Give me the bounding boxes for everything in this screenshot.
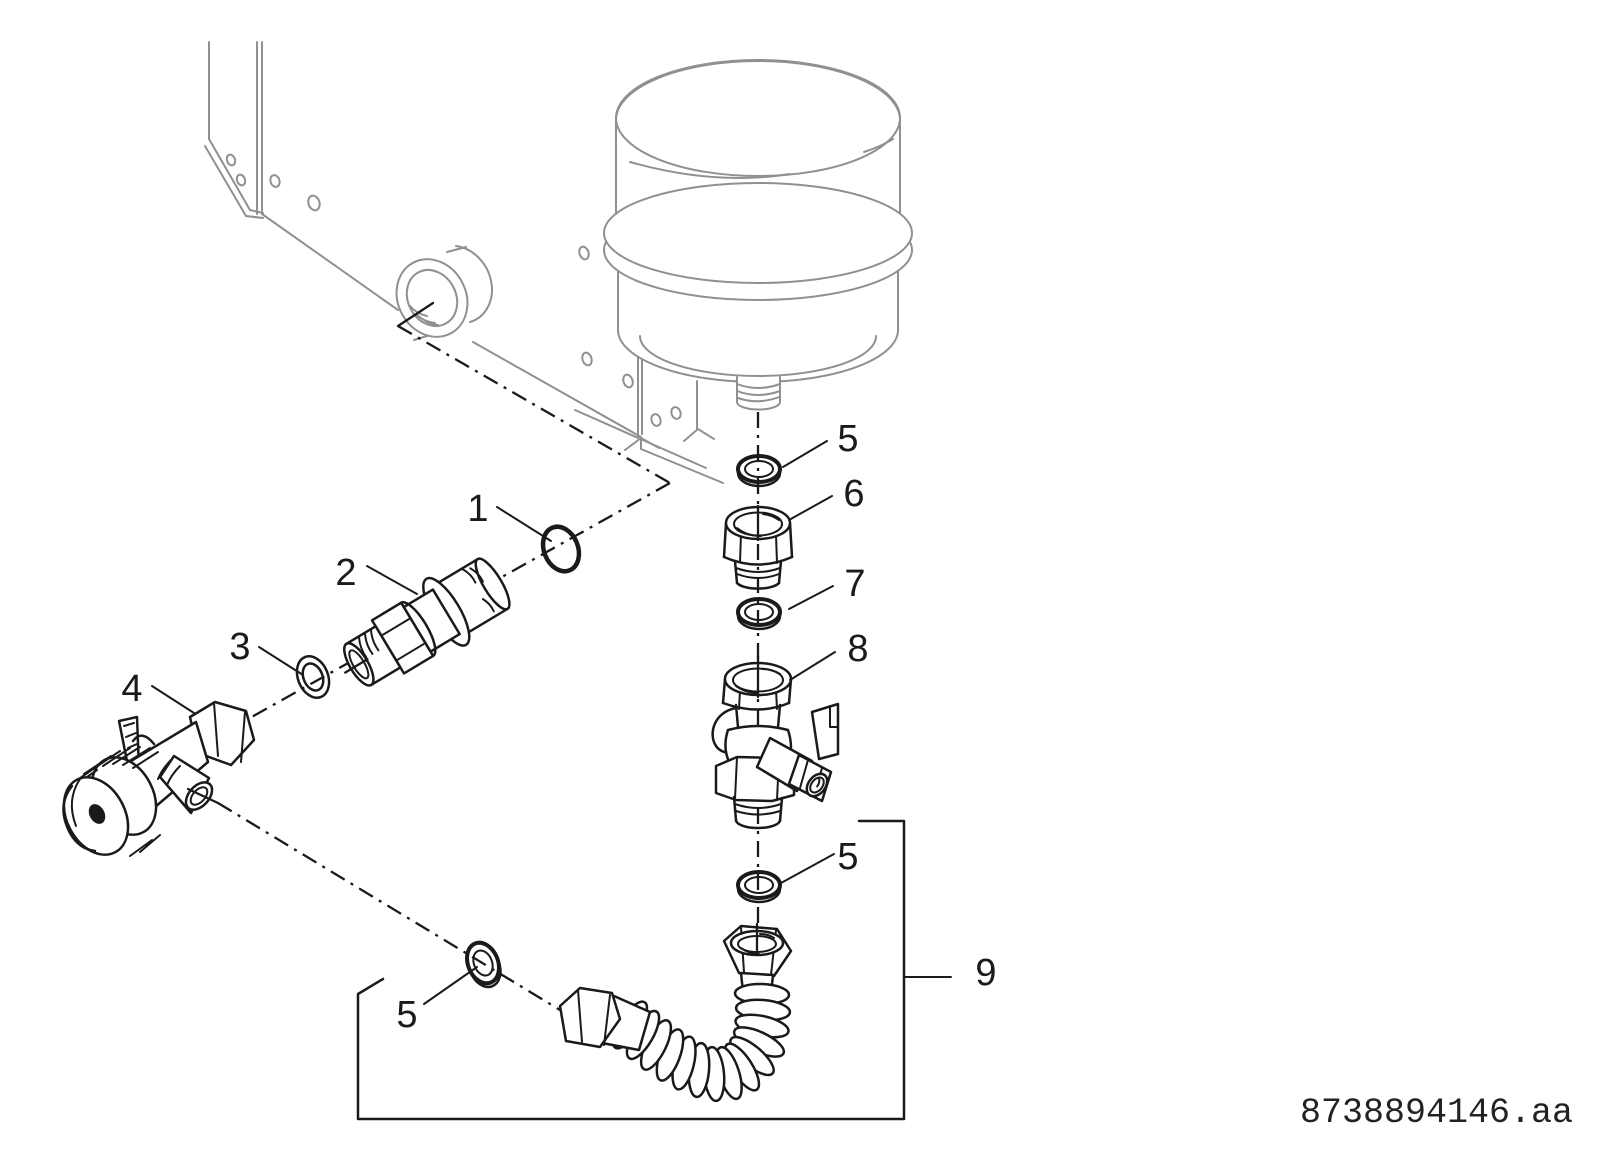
part-9-flex-hose <box>558 922 793 1103</box>
callout-5-mid: 5 <box>780 836 859 884</box>
callout-8-label: 8 <box>847 628 868 670</box>
callout-4-label: 4 <box>121 668 142 710</box>
callout-8: 8 <box>789 628 869 681</box>
callout-1-label: 1 <box>467 488 488 530</box>
callout-5-top: 5 <box>782 418 859 468</box>
callout-1: 1 <box>467 488 552 542</box>
centerline-socket-tick <box>396 301 435 328</box>
knob-center-hole <box>88 804 106 824</box>
callout-9: 9 <box>356 819 997 1121</box>
callout-2: 2 <box>335 552 418 595</box>
callout-6: 6 <box>788 473 865 521</box>
panel-socket <box>395 245 493 341</box>
callout-7: 7 <box>788 563 866 610</box>
part-6-reducer-bush <box>722 504 794 590</box>
centerlines <box>217 301 760 1011</box>
part-3-washer <box>295 655 331 699</box>
vessel-stub <box>736 376 781 411</box>
boiler-panel <box>204 41 724 484</box>
callout-9-label: 9 <box>975 952 996 994</box>
expansion-vessel <box>603 59 913 411</box>
part-1-o-ring <box>540 524 582 574</box>
callout-4: 4 <box>121 668 195 714</box>
callout-5-hose: 5 <box>396 966 478 1036</box>
callout-7-label: 7 <box>844 563 865 605</box>
centerline-outlet-axis <box>217 802 561 1011</box>
part-2-adapter-fitting <box>343 557 511 687</box>
callout-5-hose-label: 5 <box>396 994 417 1036</box>
part-5-seal-mid <box>736 870 782 904</box>
group-bracket-9 <box>356 819 906 1121</box>
part-4-drain-valve <box>62 700 256 857</box>
part-8-valve <box>711 654 840 830</box>
callout-2-label: 2 <box>335 552 356 594</box>
part-5-seal-hose <box>465 940 502 989</box>
callout-5-mid-label: 5 <box>837 836 858 878</box>
part-5-seal-top <box>736 454 782 488</box>
document-number: 8738894146.aa <box>1300 1093 1573 1133</box>
callout-3: 3 <box>229 626 304 676</box>
callout-5-top-label: 5 <box>837 418 858 460</box>
callout-3-label: 3 <box>229 626 250 668</box>
part-7-seal <box>736 597 782 631</box>
callout-6-label: 6 <box>843 473 864 515</box>
centerline-jog <box>397 325 671 484</box>
callouts: 1 2 3 4 5 6 7 8 <box>121 418 997 1121</box>
